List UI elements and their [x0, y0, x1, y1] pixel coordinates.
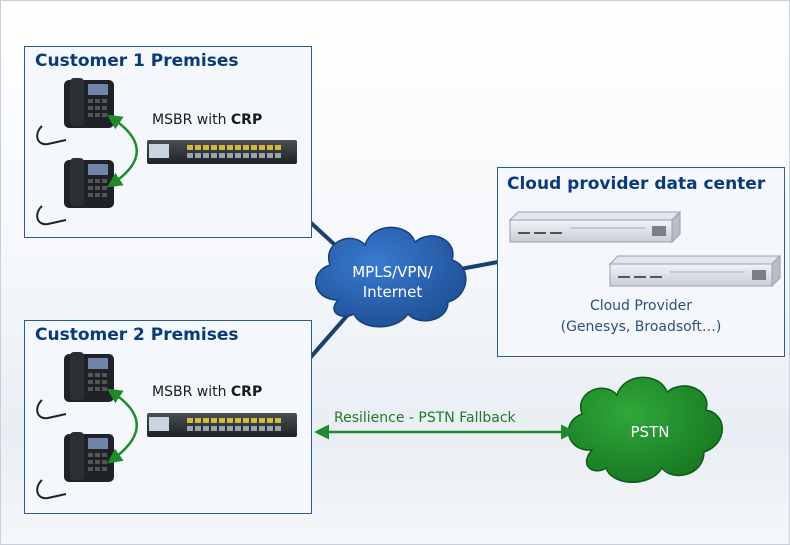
fallback-label: Resilience - PSTN Fallback — [334, 410, 516, 426]
customer2-router-label: MSBR with CRP — [152, 384, 262, 400]
msbr-router-icon — [147, 140, 297, 164]
msbr-router-icon — [147, 413, 297, 437]
cloud-provider-line1: Cloud Provider — [589, 298, 693, 314]
cloud-provider-label: Cloud Provider (Genesys, Broadsoft…) — [497, 296, 785, 338]
pstn-cloud-icon — [567, 376, 723, 483]
network-cloud-line2: Internet — [362, 283, 423, 301]
customer2-router-prefix: MSBR with — [152, 384, 227, 400]
network-cloud-line1: MPLS/VPN/ — [352, 263, 433, 281]
customer2-router-bold: CRP — [230, 384, 263, 400]
customer1-router-label: MSBR with CRP — [152, 112, 262, 128]
phone-icon — [36, 158, 114, 226]
customer2-title: Customer 2 Premises — [35, 325, 239, 345]
phone-icon — [36, 78, 114, 146]
customer1-router-bold: CRP — [230, 112, 263, 128]
cloud-provider-line2: (Genesys, Broadsoft…) — [560, 319, 722, 335]
customer1-router-prefix: MSBR with — [152, 112, 227, 128]
server-icon — [608, 254, 782, 288]
customer2-phone-link-arrow — [107, 388, 138, 464]
network-cloud-icon — [314, 226, 467, 328]
pstn-cloud-label: PSTN — [630, 423, 670, 441]
server-icon — [508, 210, 682, 244]
phone-icon — [36, 432, 114, 500]
phone-icon — [36, 352, 114, 420]
customer1-phone-link-arrow — [107, 114, 138, 188]
customer1-title: Customer 1 Premises — [35, 51, 239, 71]
link-customer2-network — [308, 308, 354, 360]
network-cloud-label: MPLS/VPN/ Internet — [330, 262, 455, 302]
cloud-dc-title: Cloud provider data center — [507, 174, 766, 194]
